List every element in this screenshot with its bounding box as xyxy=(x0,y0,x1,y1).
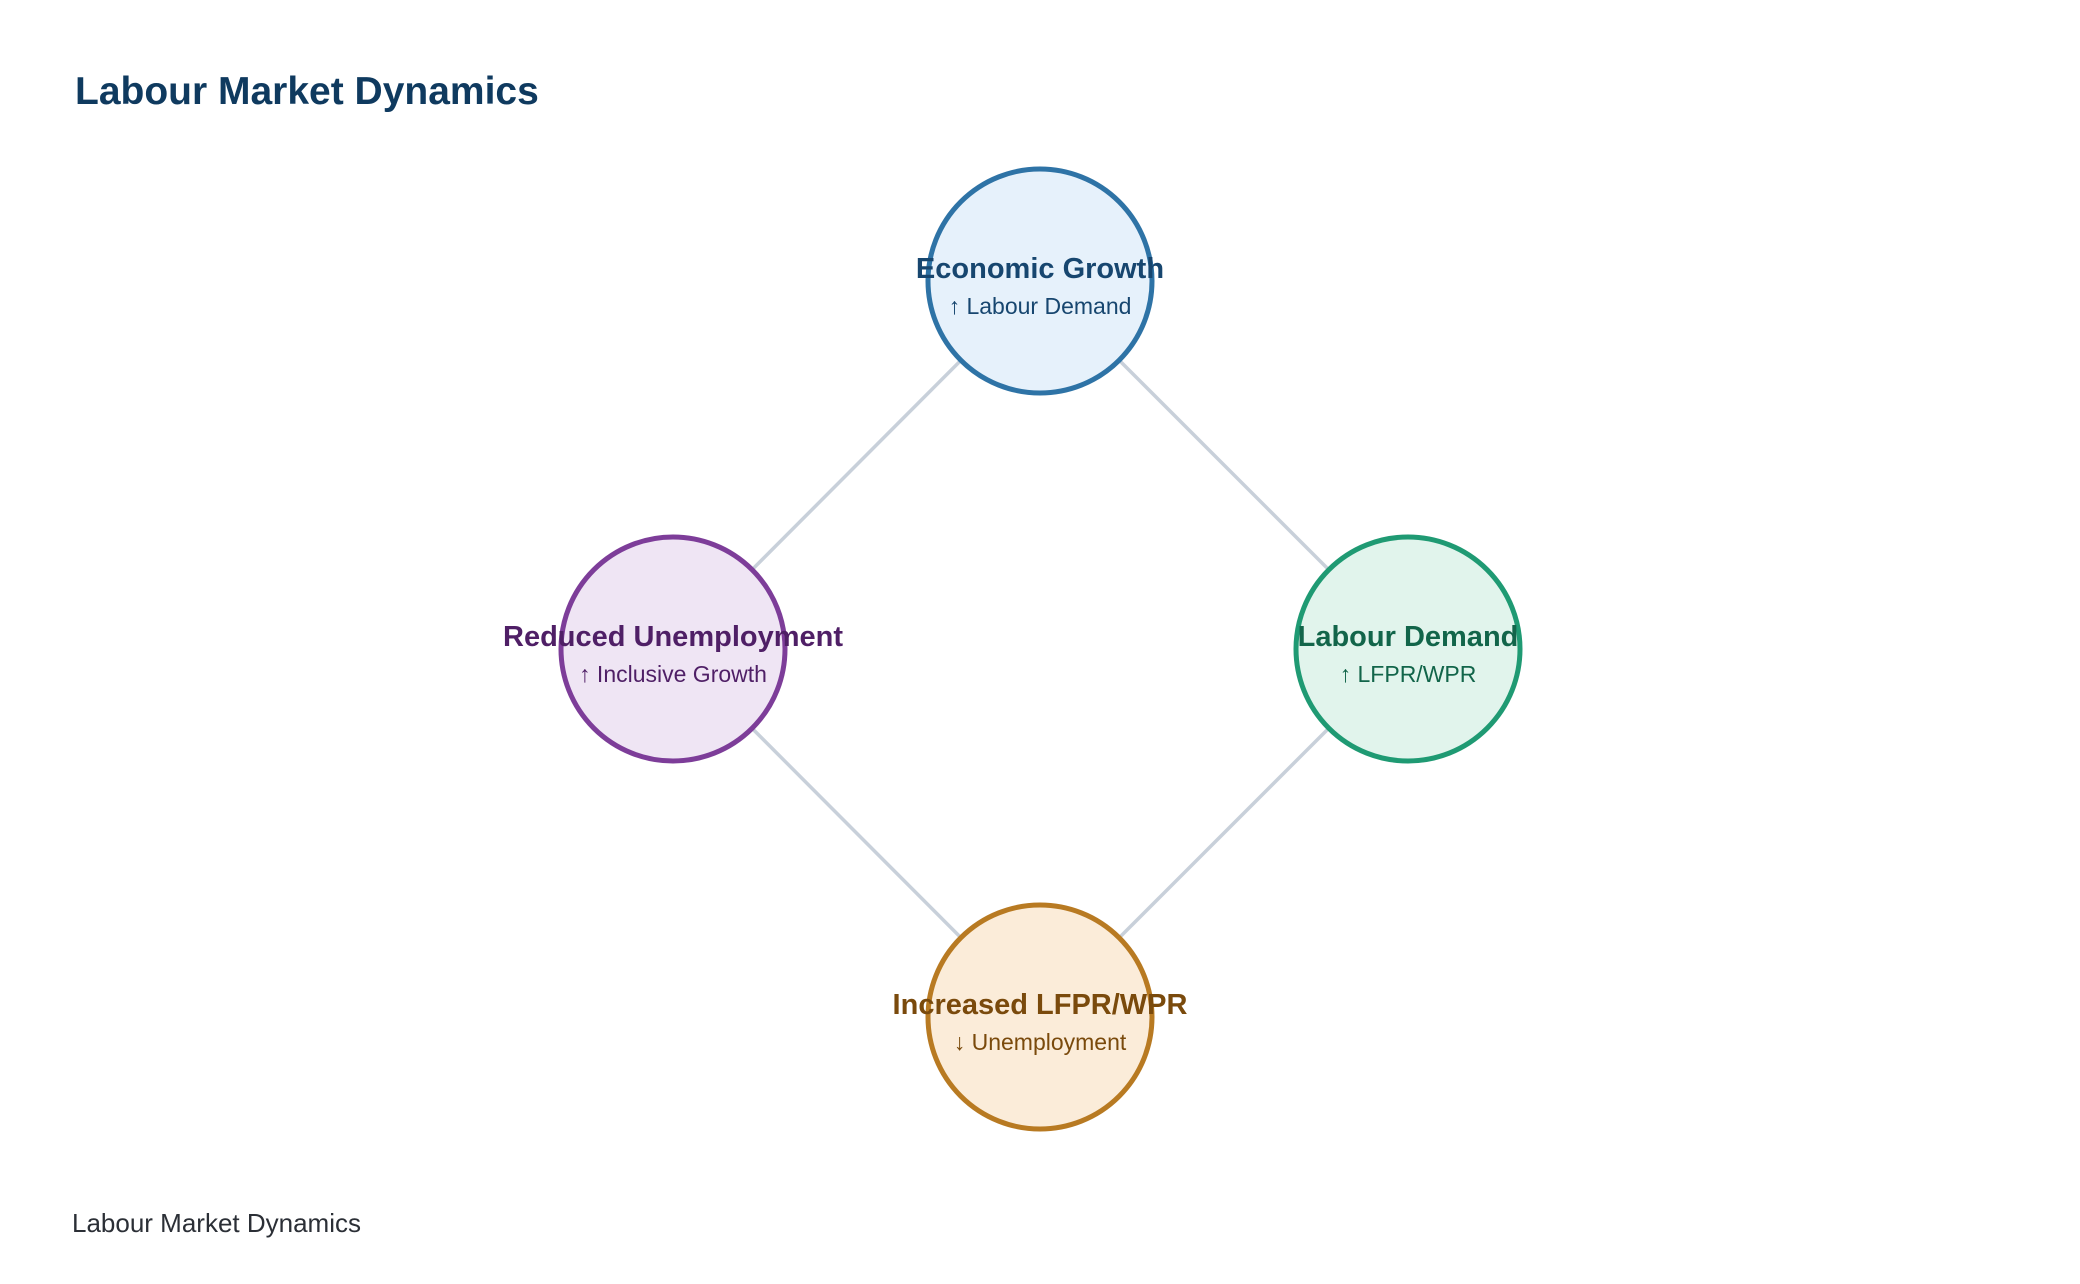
node-subtitle: ↓ Unemployment xyxy=(954,1029,1127,1055)
node-circle xyxy=(925,902,1155,1132)
node-circle xyxy=(925,166,1155,396)
edge-increased-lfpr-wpr-to-reduced-unemployment xyxy=(752,728,961,938)
node-title: Reduced Unemployment xyxy=(503,621,843,653)
node-subtitle: ↑ Inclusive Growth xyxy=(579,661,767,687)
node-circle xyxy=(558,534,788,764)
edges-layer xyxy=(752,360,1329,938)
node-subtitle: ↑ Labour Demand xyxy=(949,293,1132,319)
node-title: Economic Growth xyxy=(916,253,1164,285)
footer-caption: Labour Market Dynamics xyxy=(72,1208,361,1238)
node-circle xyxy=(1293,534,1523,764)
edge-reduced-unemployment-to-economic-growth xyxy=(752,360,961,570)
node-labour-demand: Labour Demand ↑ LFPR/WPR xyxy=(1293,534,1523,764)
node-title: Increased LFPR/WPR xyxy=(893,989,1188,1021)
edge-economic-growth-to-labour-demand xyxy=(1119,360,1329,570)
edge-labour-demand-to-increased-lfpr-wpr xyxy=(1119,728,1329,938)
node-subtitle: ↑ LFPR/WPR xyxy=(1340,661,1477,687)
node-reduced-unemployment: Reduced Unemployment ↑ Inclusive Growth xyxy=(503,534,843,764)
node-title: Labour Demand xyxy=(1298,621,1519,653)
node-economic-growth: Economic Growth ↑ Labour Demand xyxy=(916,166,1164,396)
node-increased-lfpr-wpr: Increased LFPR/WPR ↓ Unemployment xyxy=(893,902,1188,1132)
page-title: Labour Market Dynamics xyxy=(75,70,539,113)
